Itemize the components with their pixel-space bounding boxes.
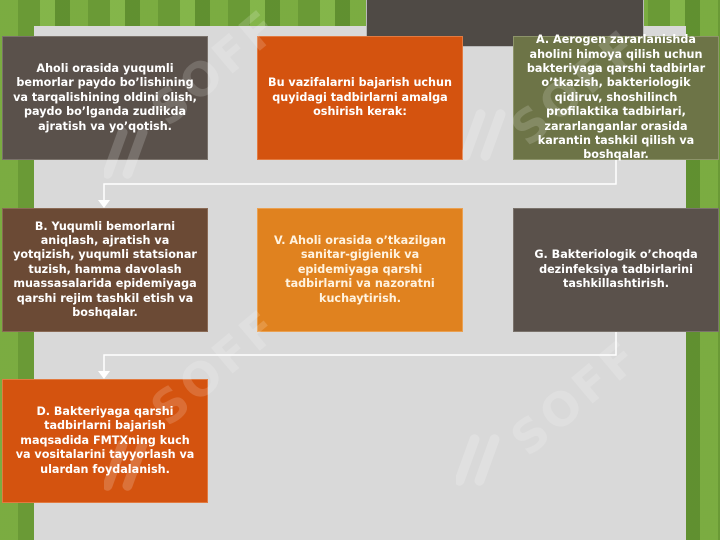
measure-g-box: G. Bakteriologik o’choqda dezinfeksiya t… xyxy=(513,208,719,332)
task-text: Bu vazifalarni bajarish uchun quyidagi t… xyxy=(268,76,452,119)
intro-text: Aholi orasida yuqumli bemorlar paydo bo’… xyxy=(13,61,197,133)
measure-v-text: V. Aholi orasida o’tkazilgan sanitar-gig… xyxy=(274,233,446,305)
task-box: Bu vazifalarni bajarish uchun quyidagi t… xyxy=(257,36,463,160)
intro-box: Aholi orasida yuqumli bemorlar paydo bo’… xyxy=(2,36,208,160)
arrowhead-row2 xyxy=(98,200,110,208)
measure-v-box: V. Aholi orasida o’tkazilgan sanitar-gig… xyxy=(257,208,463,332)
arrowhead-row3 xyxy=(98,371,110,379)
measure-a-text: A. Aerogen zararlanishda aholini himoya … xyxy=(526,33,706,162)
measure-b-box: B. Yuqumli bemorlarni aniqlash, ajratish… xyxy=(2,208,208,332)
measure-g-text: G. Bakteriologik o’choqda dezinfeksiya t… xyxy=(534,248,698,291)
connector-row2-to-row3 xyxy=(103,332,617,375)
measure-d-box: D. Bakteriyaga qarshi tadbirlarni bajari… xyxy=(2,379,208,503)
measure-b-text: B. Yuqumli bemorlarni aniqlash, ajratish… xyxy=(13,219,197,320)
measure-a-box: A. Aerogen zararlanishda aholini himoya … xyxy=(513,33,719,162)
connector-row1-to-row2 xyxy=(103,160,617,204)
measure-d-text: D. Bakteriyaga qarshi tadbirlarni bajari… xyxy=(15,404,195,476)
